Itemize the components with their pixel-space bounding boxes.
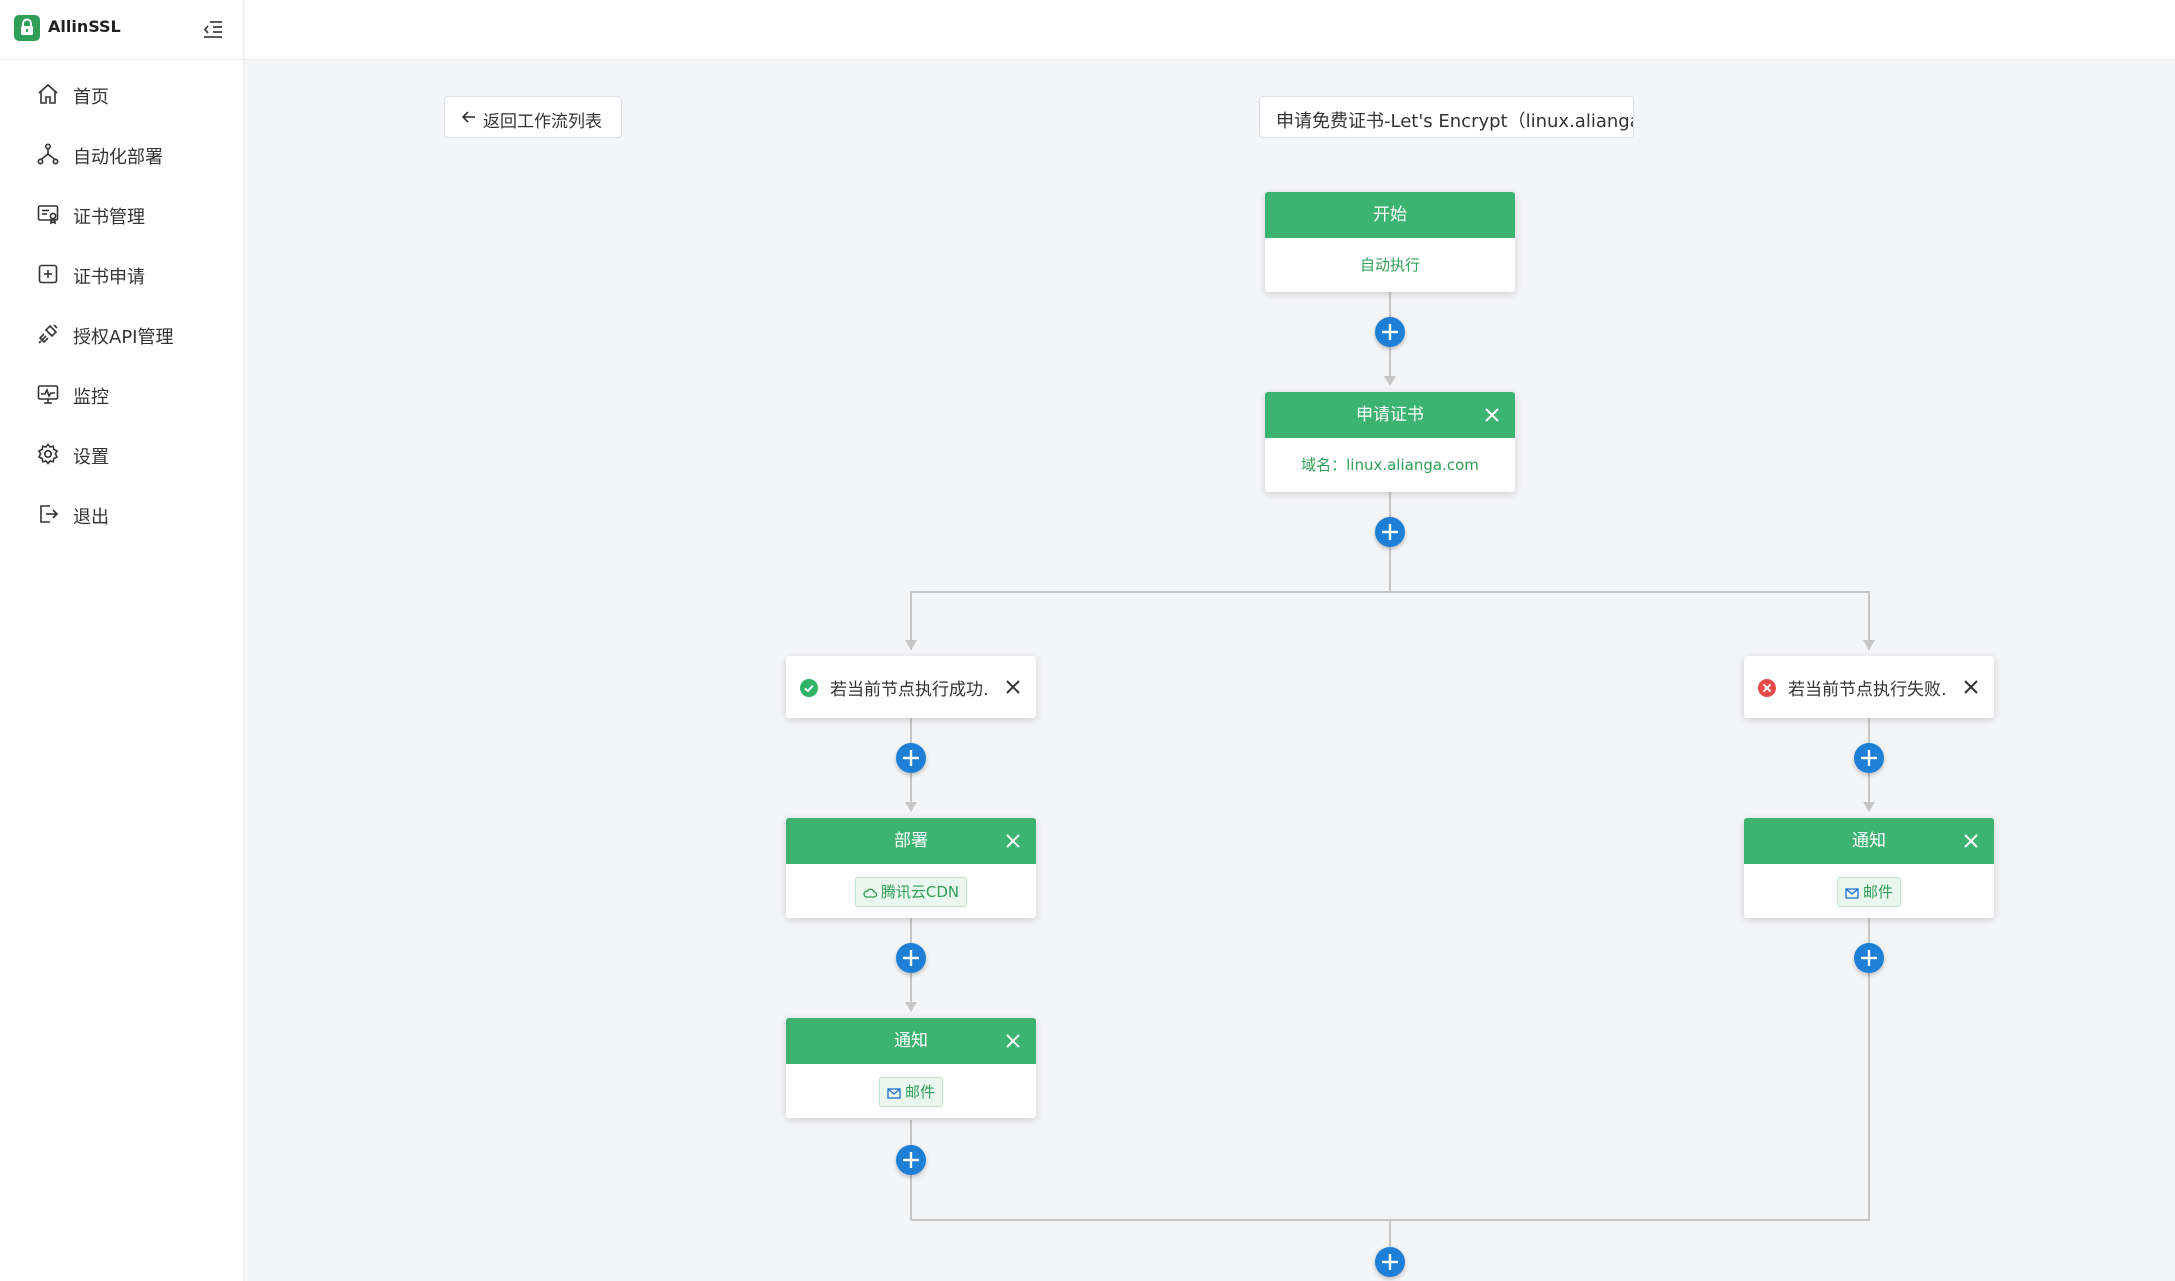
- sidebar-item-logout[interactable]: 退出: [0, 488, 244, 540]
- apply-cert-node-header: 申请证书: [1265, 392, 1515, 438]
- notify-success-node[interactable]: 通知 邮件: [786, 1018, 1036, 1118]
- sidebar-item-cert-apply[interactable]: 证书申请: [0, 248, 244, 300]
- add-node-button[interactable]: [896, 743, 926, 773]
- sidebar-item-label: 授权API管理: [73, 327, 174, 348]
- sidebar-item-monitor[interactable]: 监控: [0, 368, 244, 420]
- plus-icon: [1861, 750, 1877, 766]
- mail-icon: [887, 1087, 901, 1099]
- add-node-button[interactable]: [1375, 1247, 1405, 1277]
- back-button-label: 返回工作流列表: [483, 112, 602, 132]
- deploy-target-tag: 腾讯云CDN: [854, 876, 968, 907]
- error-x-icon: [1758, 679, 1776, 697]
- notify-channel-label: 邮件: [1862, 882, 1893, 901]
- plus-icon: [1382, 1254, 1398, 1270]
- apply-cert-node-body: 域名：linux.alianga.com: [1301, 456, 1479, 474]
- sidebar-item-label: 监控: [73, 387, 109, 408]
- start-node[interactable]: 开始 自动执行: [1265, 192, 1515, 292]
- deploy-node-body: 腾讯云CDN: [786, 864, 1036, 918]
- deploy-node-header: 部署: [786, 818, 1036, 864]
- deploy-node-title: 部署: [894, 831, 928, 851]
- plus-square-icon: [38, 264, 58, 284]
- certificate-icon: [37, 205, 59, 225]
- api-plug-icon: [38, 324, 58, 344]
- add-node-button[interactable]: [896, 943, 926, 973]
- top-bar: [245, 0, 2175, 60]
- plus-icon: [1382, 324, 1398, 340]
- sidebar-item-label: 退出: [73, 507, 109, 528]
- add-node-button[interactable]: [1854, 743, 1884, 773]
- brand-name: AllinSSL: [48, 17, 121, 36]
- arrow-left-icon: [461, 111, 475, 123]
- notify-success-node-title: 通知: [894, 1031, 928, 1051]
- add-node-button[interactable]: [896, 1145, 926, 1175]
- add-node-button[interactable]: [1375, 317, 1405, 347]
- close-icon[interactable]: [1004, 678, 1022, 696]
- notify-channel-label: 邮件: [904, 1082, 935, 1101]
- add-node-button[interactable]: [1854, 943, 1884, 973]
- sidebar: AllinSSL 首页 自动化部署 证书管理: [0, 0, 244, 1281]
- notify-fail-node-header: 通知: [1744, 818, 1994, 864]
- notify-channel-tag: 邮件: [1836, 876, 1901, 907]
- success-condition-label: 若当前节点执行成功…: [830, 680, 990, 700]
- apply-cert-node[interactable]: 申请证书 域名：linux.alianga.com: [1265, 392, 1515, 492]
- plus-icon: [1382, 524, 1398, 540]
- sidebar-item-label: 设置: [73, 447, 109, 468]
- notify-channel-tag: 邮件: [878, 1076, 943, 1107]
- fail-condition-label: 若当前节点执行失败…: [1788, 680, 1948, 700]
- deploy-target-label: 腾讯云CDN: [880, 882, 960, 901]
- back-to-workflow-list-button[interactable]: 返回工作流列表: [444, 96, 622, 138]
- close-icon[interactable]: [1962, 678, 1980, 696]
- menu-collapse-icon[interactable]: [200, 16, 226, 42]
- close-icon[interactable]: [1004, 1032, 1022, 1050]
- mail-icon: [1845, 887, 1859, 899]
- close-icon[interactable]: [1004, 832, 1022, 850]
- plus-icon: [903, 1152, 919, 1168]
- logout-icon: [40, 505, 59, 523]
- sidebar-item-label: 证书管理: [73, 207, 145, 228]
- sidebar-item-label: 自动化部署: [73, 147, 163, 168]
- plus-icon: [1861, 950, 1877, 966]
- sidebar-item-cert-manage[interactable]: 证书管理: [0, 188, 244, 240]
- notify-fail-node[interactable]: 通知 邮件: [1744, 818, 1994, 918]
- notify-fail-node-body: 邮件: [1744, 864, 1994, 918]
- brand: AllinSSL: [0, 0, 244, 60]
- lock-logo-icon: [14, 15, 40, 41]
- plus-icon: [903, 950, 919, 966]
- fail-condition-node[interactable]: 若当前节点执行失败…: [1744, 656, 1994, 718]
- apply-cert-node-title: 申请证书: [1356, 405, 1424, 425]
- sidebar-item-home[interactable]: 首页: [0, 68, 244, 120]
- workflow-name-input[interactable]: 申请免费证书-Let's Encrypt（linux.alianga.com）: [1259, 96, 1634, 138]
- notify-success-node-header: 通知: [786, 1018, 1036, 1064]
- cloud-icon: [863, 888, 878, 898]
- success-check-icon: [800, 679, 818, 697]
- plus-icon: [903, 750, 919, 766]
- close-icon[interactable]: [1483, 406, 1501, 424]
- notify-success-node-body: 邮件: [786, 1064, 1036, 1118]
- sidebar-item-label: 证书申请: [73, 267, 145, 288]
- add-node-button[interactable]: [1375, 517, 1405, 547]
- sidebar-item-label: 首页: [73, 87, 109, 108]
- sidebar-item-settings[interactable]: 设置: [0, 428, 244, 480]
- start-node-title: 开始: [1265, 192, 1515, 238]
- deploy-node[interactable]: 部署 腾讯云CDN: [786, 818, 1036, 918]
- gear-icon: [37, 443, 59, 465]
- close-icon[interactable]: [1962, 832, 1980, 850]
- start-node-body: 自动执行: [1359, 256, 1420, 274]
- workflow-icon: [37, 143, 59, 165]
- home-icon: [38, 83, 58, 104]
- notify-fail-node-title: 通知: [1852, 831, 1886, 851]
- monitor-icon: [37, 385, 59, 404]
- sidebar-item-auto-deploy[interactable]: 自动化部署: [0, 128, 244, 180]
- workflow-name-value: 申请免费证书-Let's Encrypt（linux.alianga.com）: [1276, 111, 1633, 132]
- success-condition-node[interactable]: 若当前节点执行成功…: [786, 656, 1036, 718]
- sidebar-item-api-auth[interactable]: 授权API管理: [0, 308, 244, 360]
